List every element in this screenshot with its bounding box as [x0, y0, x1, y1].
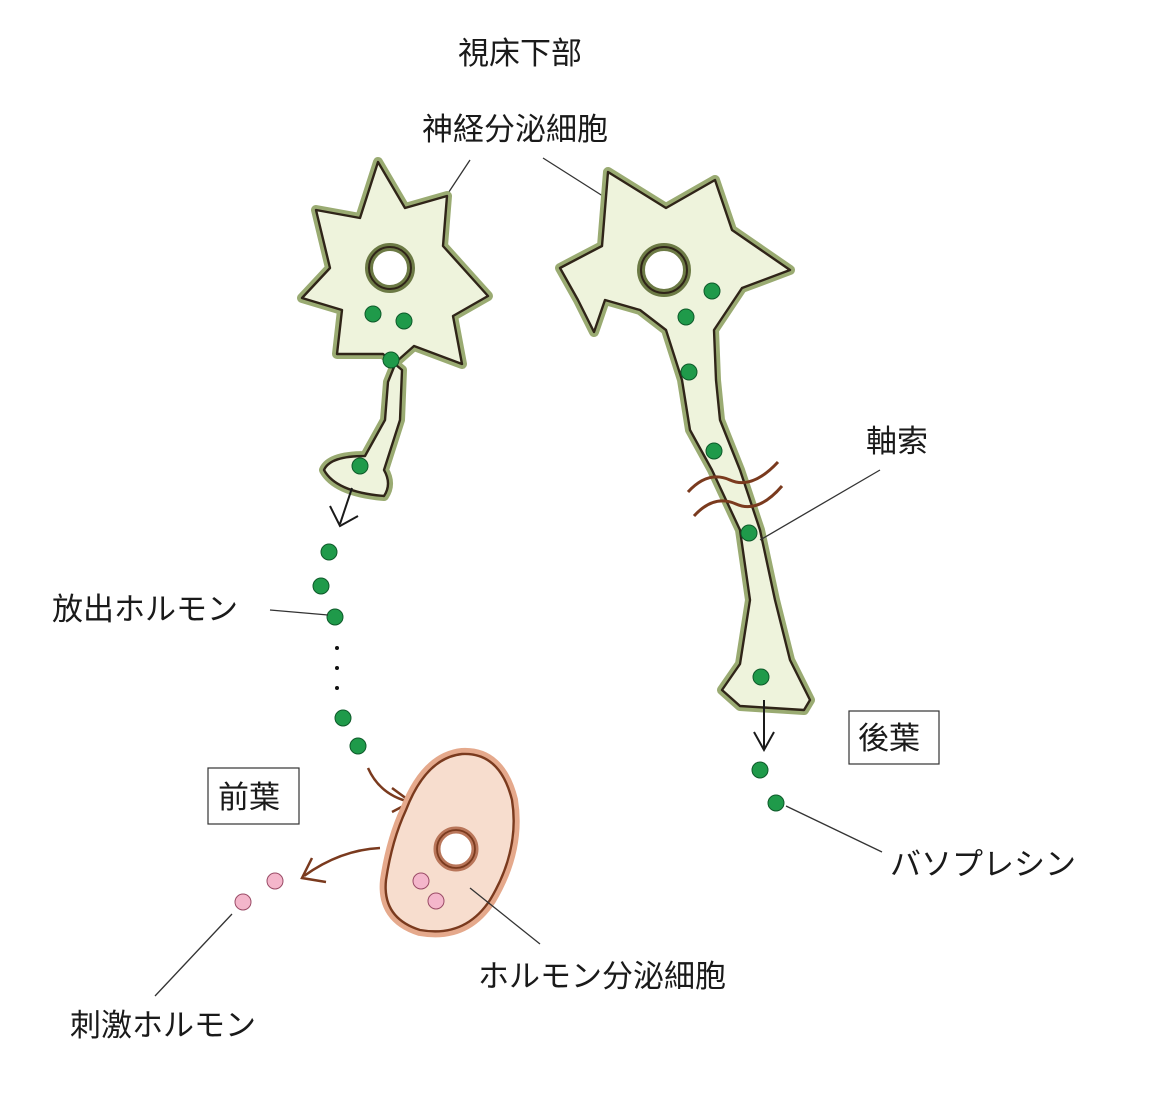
pink-dot	[266, 872, 284, 890]
vasopressin-label: バソプレシン	[890, 847, 1076, 883]
anterior-lobe-label: 前葉	[218, 780, 280, 816]
releasing-hormone-dots	[312, 543, 367, 755]
vasopressin-leader-line	[785, 805, 883, 853]
axon-leader-line	[759, 469, 881, 541]
arrow-stimulating-hormone	[300, 846, 381, 884]
green-dot	[703, 282, 721, 300]
green-dot	[705, 442, 723, 460]
green-dot	[334, 709, 352, 727]
release-arrow-right	[753, 700, 775, 753]
green-dot	[320, 543, 338, 561]
stimulating-hormone-leader-line	[154, 913, 233, 997]
releasing-hormone-label: 放出ホルモン	[52, 592, 238, 628]
green-dot	[326, 608, 344, 626]
green-dot	[751, 761, 769, 779]
green-dot	[395, 312, 413, 330]
left-neurosecretory-cell	[297, 157, 493, 501]
axon-label: 軸索	[866, 424, 928, 460]
anterior-lobe-box	[207, 767, 300, 825]
releasing-hormone-leader-line	[269, 609, 329, 616]
green-dot	[767, 794, 785, 812]
green-dot	[740, 524, 758, 542]
posterior-lobe-box	[848, 710, 940, 765]
hormone-granules-left-neuron	[351, 305, 413, 475]
green-dot	[752, 668, 770, 686]
green-dot	[382, 351, 400, 369]
green-dot	[349, 737, 367, 755]
hypothalamus-label: 視床下部	[458, 36, 582, 72]
right-neurosecretory-cell	[555, 167, 815, 715]
pink-dot	[427, 892, 445, 910]
green-dot	[680, 363, 698, 381]
green-dot	[364, 305, 382, 323]
ellipsis-dot	[335, 686, 339, 690]
release-arrow-left	[329, 487, 359, 528]
green-dot	[677, 308, 695, 326]
ellipsis-dot	[335, 646, 339, 650]
axon-break-mark	[686, 460, 780, 494]
hormone-secreting-cell-leader-line	[469, 887, 541, 945]
green-dot	[312, 577, 330, 595]
neurosecretory-cell-label: 神経分泌細胞	[422, 112, 608, 148]
hormone-secreting-cell	[379, 747, 520, 938]
hormone-granules-right-neuron	[677, 282, 770, 686]
hormone-secreting-cell-label: ホルモン分泌細胞	[478, 959, 726, 995]
pink-dot	[234, 893, 252, 911]
pink-dot	[412, 872, 430, 890]
green-dot	[351, 457, 369, 475]
posterior-lobe-label: 後葉	[858, 721, 920, 757]
ellipsis-dot	[335, 666, 339, 670]
stimulating-hormone-label: 刺激ホルモン	[70, 1008, 256, 1044]
axon-break-mark	[692, 485, 784, 518]
